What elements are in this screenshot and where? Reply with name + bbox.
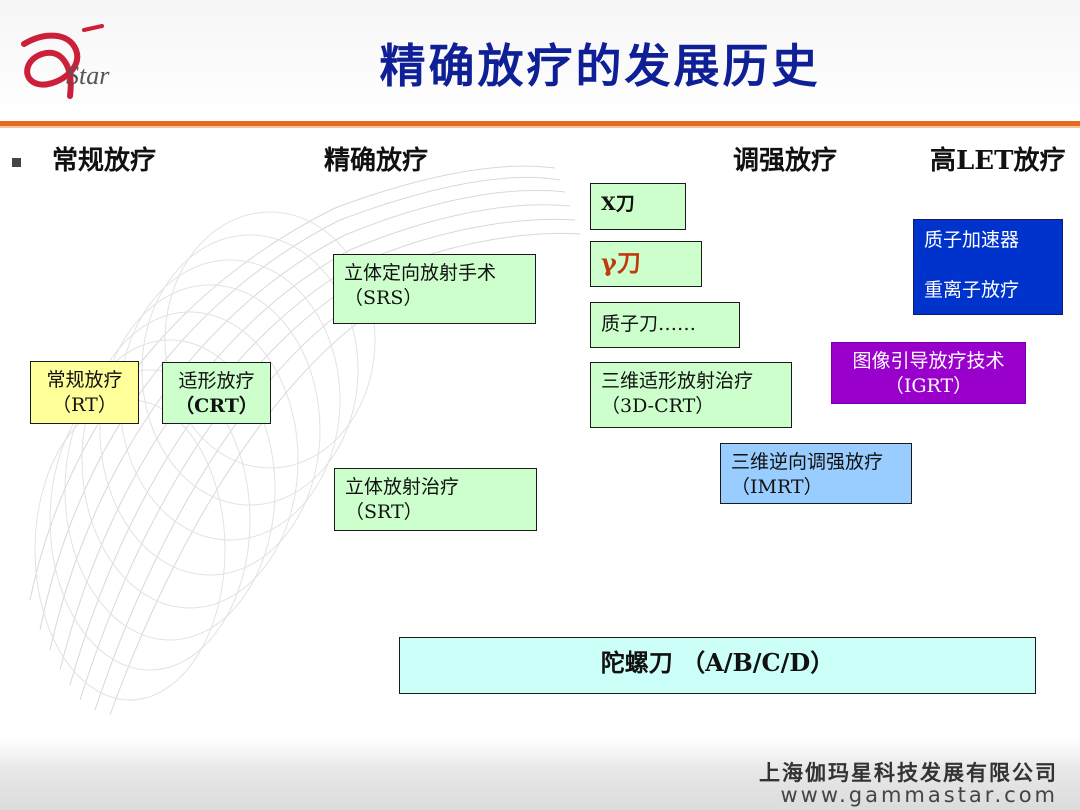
- box-accelerator-line1: 质子加速器: [924, 228, 1052, 252]
- box-3d-crt: 三维适形放射治疗 （3D-CRT）: [590, 362, 792, 428]
- category-imrt: 调强放疗: [733, 140, 837, 177]
- box-rt: 常规放疗 （RT）: [30, 361, 139, 424]
- box-gyro-knife: 陀螺刀 （A/B/C/D）: [399, 637, 1036, 694]
- box-imrt-line2: （IMRT）: [731, 475, 901, 500]
- svg-text:Star: Star: [66, 61, 110, 90]
- box-gamma-knife: γ刀: [590, 241, 702, 287]
- box-accelerator-line2: 重离子放疗: [924, 278, 1052, 302]
- box-3d-crt-line2: （3D-CRT）: [601, 394, 781, 419]
- box-imrt-line1: 三维逆向调强放疗: [731, 450, 901, 475]
- company-url: www.gammastar.com: [780, 783, 1058, 807]
- box-srs: 立体定向放射手术 （SRS）: [333, 254, 536, 324]
- box-srt-line1: 立体放射治疗: [345, 475, 526, 500]
- box-crt: 适形放疗 （CRT）: [162, 362, 271, 424]
- bullet-icon: [12, 158, 21, 167]
- box-igrt-line2: （IGRT）: [842, 374, 1015, 399]
- box-srs-line1: 立体定向放射手术: [344, 261, 525, 286]
- category-precision: 精确放疗: [324, 140, 428, 177]
- page-title: 精确放疗的发展历史: [300, 30, 900, 96]
- box-rt-line2: （RT）: [41, 393, 128, 418]
- box-srt-line2: （SRT）: [345, 500, 526, 525]
- box-srs-line2: （SRS）: [344, 286, 525, 311]
- box-accelerator: 质子加速器 重离子放疗: [913, 219, 1063, 315]
- box-proton-knife: 质子刀……: [590, 302, 740, 348]
- header-divider-shadow: [0, 126, 1080, 128]
- box-x-knife: X刀: [590, 183, 686, 230]
- box-igrt: 图像引导放疗技术 （IGRT）: [831, 342, 1026, 404]
- gamma-star-logo: Star: [14, 24, 124, 100]
- box-imrt: 三维逆向调强放疗 （IMRT）: [720, 443, 912, 504]
- box-crt-line2: （CRT）: [173, 394, 260, 419]
- box-srt: 立体放射治疗 （SRT）: [334, 468, 537, 531]
- box-3d-crt-line1: 三维适形放射治疗: [601, 369, 781, 394]
- category-conventional: 常规放疗: [52, 140, 156, 177]
- box-crt-line1: 适形放疗: [173, 369, 260, 394]
- box-rt-line1: 常规放疗: [41, 368, 128, 393]
- category-high-let: 高LET放疗: [930, 140, 1065, 177]
- box-igrt-line1: 图像引导放疗技术: [842, 349, 1015, 374]
